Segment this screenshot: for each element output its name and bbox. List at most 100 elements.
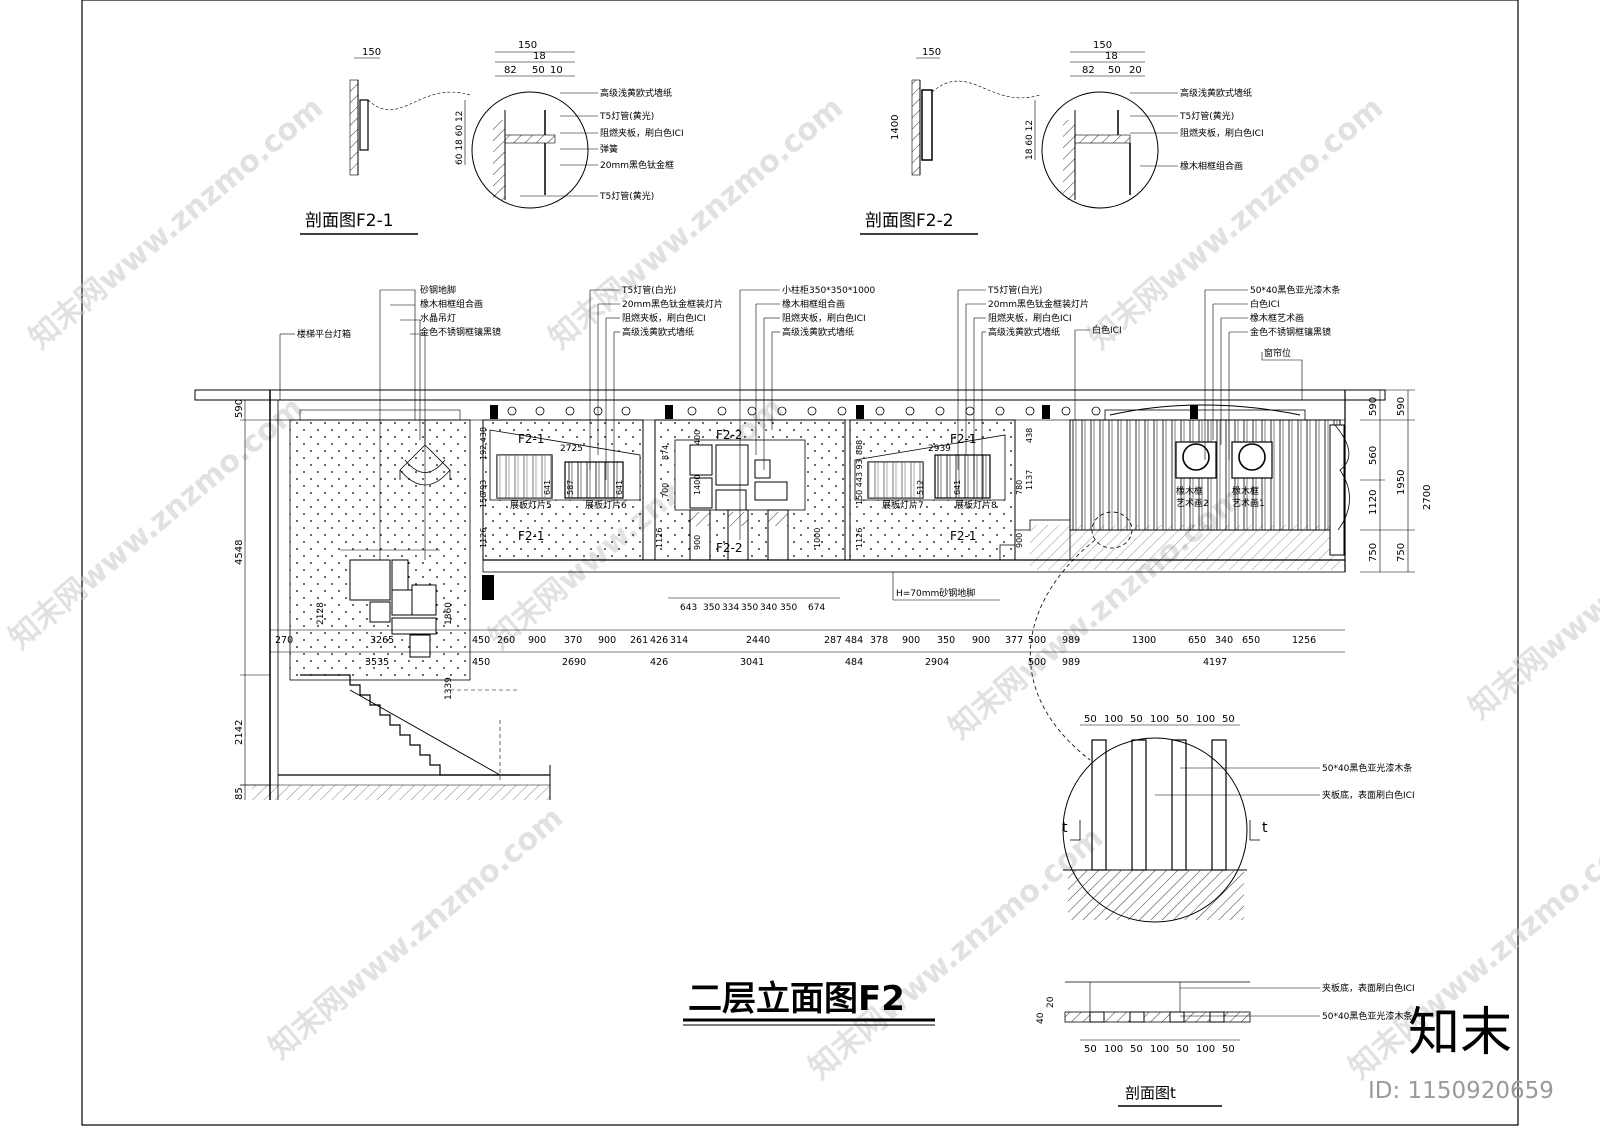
dim-label: 82 [1082, 65, 1095, 76]
callout-text: 白色ICI [1250, 298, 1280, 310]
art-label-line: 艺术画1 [1232, 497, 1265, 509]
dim-label: 378 [870, 635, 888, 646]
callout-text: 高级浅黄欧式墙纸 [782, 326, 854, 338]
dim-label: 287 [824, 635, 842, 646]
dim-label: 1126 [855, 528, 864, 548]
dim-label: 4548 [234, 540, 245, 565]
dim-label: 270 [275, 635, 293, 646]
note-text: T5灯管(黄光) [599, 110, 654, 122]
dim-label: 50 [1084, 714, 1097, 725]
note-text: 弹簧 [600, 143, 618, 155]
callout-text: 楼梯平台灯箱 [297, 328, 351, 340]
dim-label: 314 [670, 635, 688, 646]
note-text: T5灯管(黄光) [1179, 110, 1234, 122]
dim-label: 500 [1028, 635, 1046, 646]
dim-label: 350 [780, 603, 797, 613]
dim-label: 60 18 60 12 [455, 111, 465, 165]
callout-text: 高级浅黄欧式墙纸 [988, 326, 1060, 338]
dim-label: 377 [1005, 635, 1023, 646]
dim-label: 18 [533, 51, 546, 62]
callout-text: 白色ICI [1092, 324, 1122, 336]
watermark-text: 知末网www.znzmo.com [1463, 460, 1600, 726]
dim-label: 450 [472, 635, 490, 646]
dim-label: 2904 [925, 657, 949, 668]
callout-text: 金色不锈钢框镶黑镜 [1250, 326, 1331, 338]
dim-label: 150 443 93 [855, 459, 864, 505]
dim-label: 50 [532, 65, 545, 76]
dim-label: 587 [566, 480, 575, 495]
drawing-frame [81, 0, 1519, 1126]
section-title: 剖面图F2-1 [305, 211, 394, 231]
callout-text: 50*40黑色亚光漆木条 [1250, 284, 1340, 296]
callout-text: 金色不锈钢框镶黑镜 [420, 326, 501, 338]
dim-label: 793 [479, 480, 488, 495]
watermark-text: 知末网www.znzmo.com [803, 820, 1110, 1086]
dim-label: 2128 [316, 602, 326, 625]
dim-label: 400 [693, 430, 702, 445]
section-title: 剖面图F2-2 [865, 211, 954, 231]
note-text: 高级浅黄欧式墙纸 [600, 87, 672, 99]
callout-text: 阻燃夹板，刷白色ICI [988, 312, 1072, 324]
dim-label: 426 [650, 657, 668, 668]
dim-label: 900 [528, 635, 546, 646]
dim-label: 150 [479, 493, 488, 508]
dim-label: 82 [504, 65, 517, 76]
dim-label: 900 [693, 535, 702, 550]
dim-label: 874 [661, 445, 670, 460]
section-t: 夹板底，表面刷白色ICI 50*40黑色亚光漆木条 20 40 50 100 5… [1036, 981, 1415, 1107]
dim-label: 1950 [1396, 470, 1407, 495]
callout-text: 橡木框艺术画 [1250, 312, 1304, 324]
dim-label: 1860 [444, 602, 454, 625]
dim-label: 2700 [1422, 485, 1433, 510]
dim-label: 20 [1046, 996, 1056, 1008]
callout-text: 20mm黑色钛金框装灯片 [988, 298, 1089, 310]
dim-label: 18 [1105, 51, 1118, 62]
callout-text: 砂钢地脚 [420, 284, 456, 296]
dim-label: 560 [1368, 446, 1379, 465]
dim-label: 50 [1130, 714, 1143, 725]
dim-label: 100 [1104, 714, 1123, 725]
note-text: 阻燃夹板，刷白色ICI [1180, 127, 1264, 139]
dim-label: 150 [518, 40, 537, 51]
note-text: 阻燃夹板，刷白色ICI [600, 127, 684, 139]
dim-label: 350 [741, 603, 758, 613]
dim-label: 484 [845, 657, 863, 668]
note-text: 夹板底，表面刷白色ICI [1322, 789, 1415, 801]
callout-text: 阻燃夹板，刷白色ICI [782, 312, 866, 324]
dim-label: 2725 [560, 444, 583, 454]
watermark-text: 知末网www.znzmo.com [3, 390, 310, 656]
note-text: 橡木相框组合画 [1180, 160, 1243, 172]
dim-label: 340 [1215, 635, 1233, 646]
section-mark: t [1062, 820, 1068, 836]
dim-label: 192 438 [479, 427, 488, 460]
floor-note: H=70mm砂钢地脚 [896, 587, 975, 599]
callout-text: T5灯管(白光) [987, 284, 1042, 296]
dim-label: 750 [1368, 543, 1379, 562]
callout-text: 水晶吊灯 [420, 312, 456, 324]
dim-label: 900 [972, 635, 990, 646]
dim-label: 641 [615, 480, 624, 495]
dim-label: 340 [760, 603, 777, 613]
note-text: 20mm黑色钛金框 [600, 159, 674, 171]
dim-label: 900 [598, 635, 616, 646]
dim-label: 1256 [1292, 635, 1316, 646]
dim-label: 780 [1015, 480, 1024, 495]
callout-text: 窗帘位 [1264, 347, 1291, 359]
dim-label: 512 [916, 480, 925, 495]
dim-label: 590 [1396, 397, 1407, 416]
dim-label: 350 [703, 603, 720, 613]
callout-text: 橡木相框组合画 [420, 298, 483, 310]
dim-label: 100 [1150, 714, 1169, 725]
dim-label: 3265 [370, 635, 394, 646]
drawing-title: 二层立面图F2 [688, 979, 905, 1019]
art-label: 橡木框 艺术画2 [1176, 485, 1209, 509]
dim-label: 700 [661, 483, 670, 498]
note-text: 50*40黑色亚光漆木条 [1322, 762, 1412, 774]
dim-label: 50 [1084, 1044, 1097, 1055]
dim-label: 20 [1129, 65, 1142, 76]
section-tag: F2-1 [950, 529, 977, 543]
section-tag: F2-1 [950, 432, 977, 446]
dim-label: 674 [808, 603, 825, 613]
dim-label: 100 [1196, 1044, 1215, 1055]
